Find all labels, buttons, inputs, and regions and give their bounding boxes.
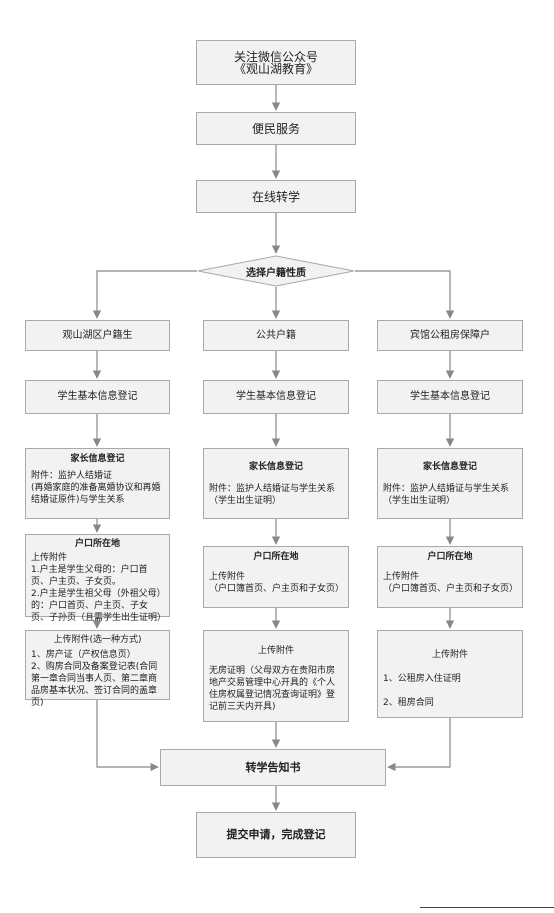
transfer-notice-label: 转学告知书 — [245, 760, 301, 774]
col2-type-box: 公共户籍 — [203, 320, 349, 351]
col1-hukou-title: 户口所在地 — [74, 539, 120, 549]
col2-upload-box: 上传附件 无房证明（父母双方在贵阳市房地产交易管理中心开具的《个人住房权属登记情… — [203, 630, 349, 722]
follow-wechat-box: 关注微信公众号 《观山湖教育》 — [196, 40, 356, 85]
col3-parent-title: 家长信息登记 — [422, 462, 477, 472]
col1-type-box: 观山湖区户籍生 — [25, 320, 170, 351]
col2-parent-title: 家长信息登记 — [248, 462, 303, 472]
col3-upload-box: 上传附件 1、公租房入住证明 2、租房合同 — [377, 630, 523, 718]
choose-hukou-label: 选择户籍性质 — [246, 267, 306, 279]
submit-application-label: 提交申请，完成登记 — [226, 828, 326, 841]
col2-hukou-text: 上传附件 （户口簿首页、户主页和子女页） — [209, 572, 345, 594]
col3-type-label: 宾馆公租房保障户 — [410, 329, 490, 341]
follow-wechat-line2: 《观山湖教育》 — [233, 61, 318, 76]
submit-application-box: 提交申请，完成登记 — [196, 812, 356, 858]
col2-hukou-box: 户口所在地 上传附件 （户口簿首页、户主页和子女页） — [203, 546, 349, 608]
follow-wechat-line1: 关注微信公众号 — [233, 49, 318, 64]
col1-register-box: 学生基本信息登记 — [25, 380, 170, 414]
online-transfer-box: 在线转学 — [196, 180, 356, 213]
col1-hukou-text: 上传附件 1.户主是学生父母的：户口首页、户主页、子女页。 2.户主是学生祖父母… — [31, 553, 167, 623]
col3-register-label: 学生基本信息登记 — [410, 391, 490, 402]
col2-hukou-title: 户口所在地 — [253, 552, 299, 562]
service-box: 便民服务 — [196, 112, 356, 145]
col2-type-label: 公共户籍 — [256, 329, 296, 341]
col2-register-box: 学生基本信息登记 — [203, 380, 349, 414]
col2-upload-text: 无房证明（父母双方在贵阳市房地产交易管理中心开具的《个人住房权属登记情况查询证明… — [209, 666, 336, 712]
transfer-notice-box: 转学告知书 — [160, 749, 386, 786]
col3-hukou-box: 户口所在地 上传附件 （户口簿首页、户主页和子女页） — [377, 546, 523, 608]
col3-hukou-text: 上传附件 （户口簿首页、户主页和子女页） — [383, 572, 519, 594]
footer-divider — [420, 907, 554, 908]
col1-upload-box: 上传附件(选一种方式) 1、房产证（产权信息页） 2、购房合同及备案登记表(合同… — [25, 630, 170, 708]
col3-upload-text: 1、公租房入住证明 2、租房合同 — [383, 674, 461, 708]
col1-parent-box: 家长信息登记 附件：监护人结婚证 (再婚家庭的准备离婚协议和再婚结婚证原件)与学… — [25, 448, 170, 519]
col3-parent-box: 家长信息登记 附件：监护人结婚证与学生关系 （学生出生证明） — [377, 448, 523, 519]
service-label: 便民服务 — [251, 121, 300, 136]
col3-register-box: 学生基本信息登记 — [377, 380, 523, 414]
col1-parent-title: 家长信息登记 — [70, 454, 125, 464]
col3-hukou-title: 户口所在地 — [427, 552, 473, 562]
col1-upload-text: 1、房产证（产权信息页） 2、购房合同及备案登记表(合同第一章合同当事人页、第二… — [31, 650, 158, 708]
col2-upload-title: 上传附件 — [257, 646, 294, 656]
col1-parent-text: 附件：监护人结婚证 (再婚家庭的准备离婚协议和再婚结婚证原件)与学生关系 — [31, 471, 161, 505]
col2-parent-box: 家长信息登记 附件：监护人结婚证与学生关系 （学生出生证明） — [203, 448, 349, 519]
col1-hukou-box: 户口所在地 上传附件 1.户主是学生父母的：户口首页、户主页、子女页。 2.户主… — [25, 534, 170, 623]
col1-type-label: 观山湖区户籍生 — [62, 329, 133, 341]
col3-upload-title: 上传附件 — [431, 650, 468, 660]
col1-register-label: 学生基本信息登记 — [57, 391, 138, 402]
col3-parent-text: 附件：监护人结婚证与学生关系 （学生出生证明） — [383, 484, 510, 506]
col2-register-label: 学生基本信息登记 — [236, 391, 316, 402]
col1-upload-title: 上传附件(选一种方式) — [53, 635, 142, 645]
online-transfer-label: 在线转学 — [251, 189, 300, 204]
col3-type-box: 宾馆公租房保障户 — [377, 320, 523, 351]
choose-hukou-decision: 选择户籍性质 — [197, 255, 355, 287]
col2-parent-text: 附件：监护人结婚证与学生关系 （学生出生证明） — [209, 484, 336, 506]
